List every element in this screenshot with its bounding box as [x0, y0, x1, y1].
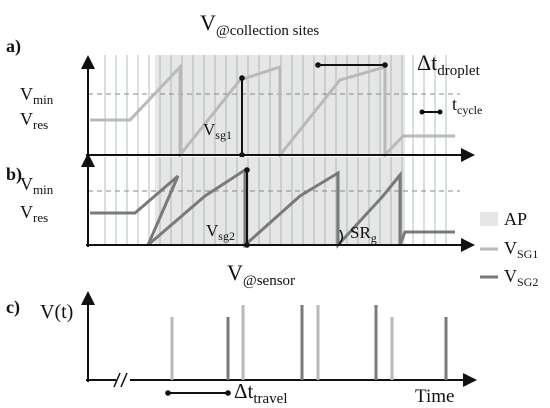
legend-sg2-label: VSG2: [504, 266, 538, 289]
travel-span-start: [165, 390, 171, 396]
vsg2-label: Vsg2: [206, 221, 235, 243]
panel-c-label: c): [6, 297, 20, 318]
panel-b-label: b): [6, 164, 22, 185]
droplet-span-start: [315, 62, 321, 68]
vmin-label-b: Vmin: [20, 174, 54, 197]
sg1-waveform-a: [90, 63, 455, 160]
sg1-marker-dot-top: [239, 75, 245, 81]
vt-label: V(t): [40, 301, 73, 323]
axis-break-1: [113, 372, 121, 388]
delta-travel-label: Δttravel: [234, 379, 288, 407]
axis-break-2: [120, 372, 128, 388]
time-label: Time: [415, 386, 454, 407]
title-sensor: V@sensor: [227, 260, 295, 289]
vsg1-label: Vsg1: [203, 120, 232, 142]
legend-ap-swatch: [480, 212, 498, 226]
cycle-span-end: [437, 109, 443, 115]
panel-b: b) Vmin Vres Vsg2 SRg: [6, 153, 475, 252]
droplet-span-end: [382, 62, 388, 68]
legend: AP VSG1 VSG2: [480, 209, 538, 289]
sg2-marker-dot-top: [244, 167, 250, 173]
title-collection-sites: V@collection sites: [200, 10, 319, 39]
panel-a-label: a): [6, 36, 21, 57]
slew-rate-arc: [338, 229, 343, 245]
vres-label-b: Vres: [20, 202, 48, 225]
cycle-span-start: [419, 109, 425, 115]
grid-lines-a: [104, 55, 447, 155]
t-cycle-label: tcycle: [452, 94, 482, 117]
legend-sg1-label: VSG1: [504, 238, 538, 261]
panel-a: a) Vmin Vres Vsg1 Δtdroplet tcycle: [6, 36, 482, 162]
legend-ap-label: AP: [504, 209, 527, 229]
vmin-label-a: Vmin: [20, 84, 54, 107]
sr-g-label: SRg: [350, 223, 377, 245]
delta-droplet-label: Δtdroplet: [417, 50, 481, 79]
vres-label-a: Vres: [20, 109, 48, 132]
sg2-waveform-b: [90, 167, 455, 249]
panel-c: c) V(t) Time Δttravel: [6, 291, 477, 407]
grid-lines-b: [104, 157, 447, 245]
ap-region-b: [155, 157, 405, 245]
travel-span-end: [225, 390, 231, 396]
